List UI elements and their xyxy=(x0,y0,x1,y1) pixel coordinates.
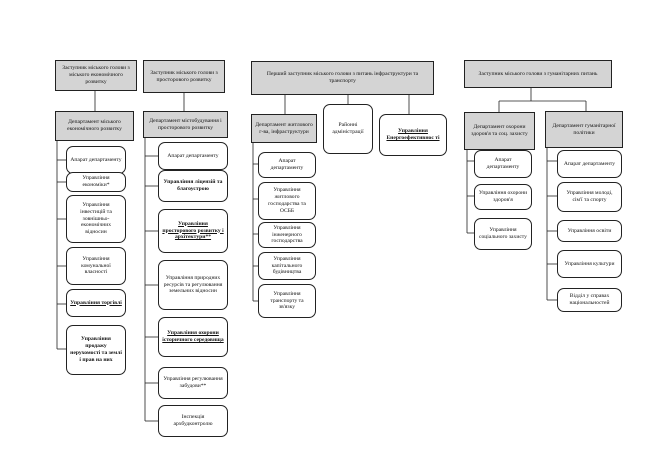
unit-urban-architecture: Управління просторового розвитку і архіт… xyxy=(158,209,228,253)
unit-humanitarian-apparatus: Апарат департаменту xyxy=(557,150,622,178)
unit-capital-construction: Управління капітального будівництва xyxy=(258,252,316,280)
unit-housing-apparatus: Апарат департаменту xyxy=(258,152,316,178)
unit-urban-construction-inspection: Інспекція архбудконтролю xyxy=(158,405,228,437)
unit-transport-communications: Управління транспорту та зв'язку xyxy=(258,284,316,318)
unit-econ-trade: Управління торгівлі xyxy=(66,289,126,317)
unit-econ-real-estate-sales: Управління продажу нерухомості та землі … xyxy=(66,325,126,375)
deputy-humanitarian: Заступник міського голови з гуманітарних… xyxy=(464,60,612,88)
unit-social-protection: Управління соціального захисту xyxy=(474,218,532,250)
unit-econ-communal-property: Управління комунальної власності xyxy=(66,247,126,285)
unit-nationalities: Відділ у справах національностей xyxy=(557,288,622,312)
department-economic-development: Департамент міського економічного розвит… xyxy=(55,111,134,141)
unit-urban-historic-protection: Управління охорони історичного середовищ… xyxy=(158,317,228,357)
unit-health-care: Управління охорони здоров'я xyxy=(474,184,532,210)
unit-culture: Управління культури xyxy=(557,250,622,278)
unit-engineering-utilities: Управління інженерного господарства xyxy=(258,222,316,248)
unit-urban-building-regulation: Управління регулювання забудови** xyxy=(158,367,228,399)
department-health-social: Департамент охорони здоров'я та соц. зах… xyxy=(464,112,535,150)
unit-urban-licenses: Управління ліцензій та благоустрою xyxy=(158,170,228,202)
unit-econ-apparatus: Апарат департаменту xyxy=(66,146,126,174)
district-administrations: Районні адміністрації xyxy=(323,104,373,154)
first-deputy-infrastructure: Перший заступник міського голови з питан… xyxy=(251,61,434,95)
unit-health-apparatus: Апарат департаменту xyxy=(474,150,532,178)
deputy-economic-development: Заступник міського голови з міського еко… xyxy=(55,60,137,91)
unit-housing-management: Управління житлового господарства та ОСБ… xyxy=(258,182,316,220)
deputy-spatial-development: Заступник міського голови з просторового… xyxy=(143,60,225,93)
unit-econ-investments: Управління інвестицій та зовнішньо-еконо… xyxy=(66,195,126,243)
department-urban-planning: Департамент містобудування і просторовог… xyxy=(143,111,228,138)
department-humanitarian-policy: Департамент гуманітарної політики xyxy=(545,111,623,148)
unit-urban-apparatus: Апарат департаменту xyxy=(158,142,228,170)
unit-urban-natural-resources: Управління природних ресурсів та регулюв… xyxy=(158,260,228,310)
unit-econ-economy: Управління економіки* xyxy=(66,172,126,192)
unit-youth-family-sport: Управління молоді, сім'ї та спорту xyxy=(557,182,622,212)
unit-education: Управління освіти xyxy=(557,220,622,242)
unit-energy-efficiency: Управління Енергоефективнос ті xyxy=(379,114,447,156)
department-housing-infrastructure: Департамент житлового г-ва, інфраструкту… xyxy=(251,114,317,143)
